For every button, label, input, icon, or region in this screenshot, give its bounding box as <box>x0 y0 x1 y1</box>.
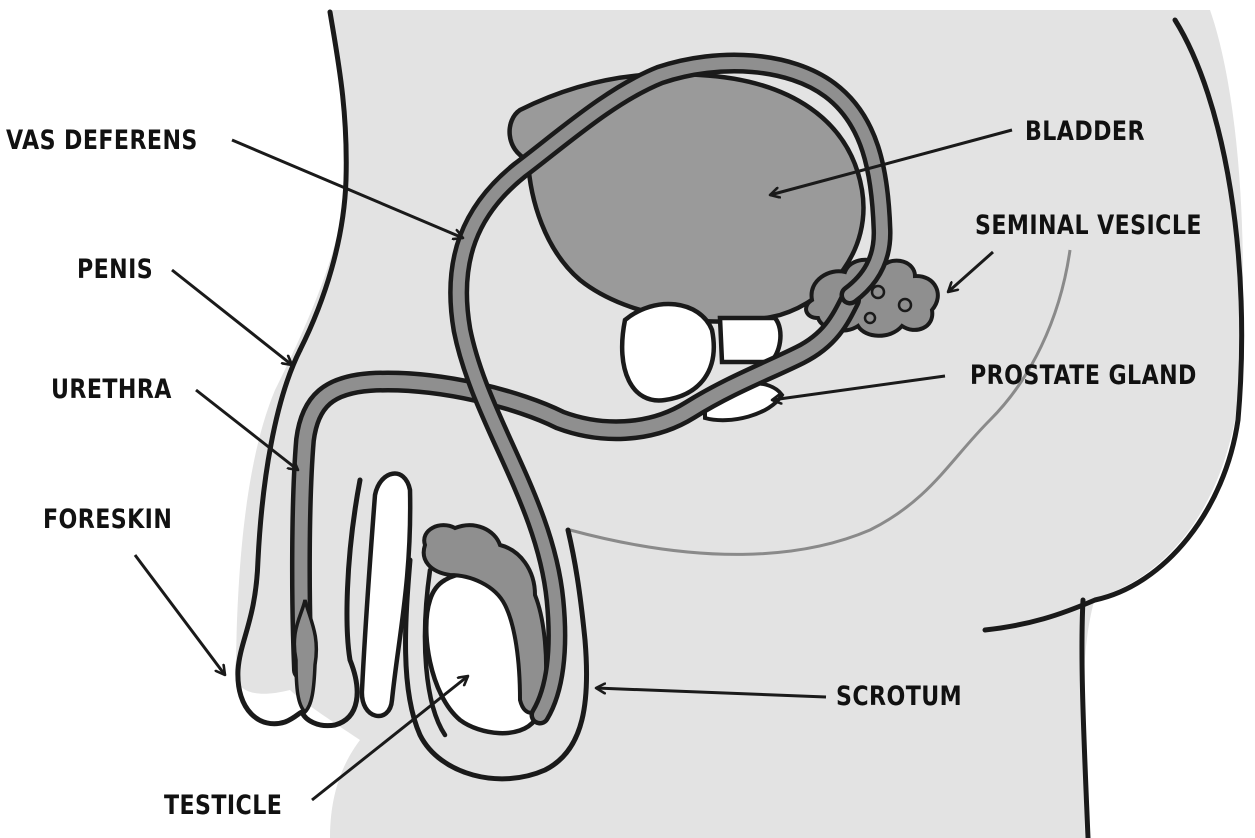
label-penis: PENIS <box>77 255 153 285</box>
label-foreskin: FORESKIN <box>43 505 172 535</box>
label-testicle: TESTICLE <box>164 791 282 821</box>
arrow-foreskin <box>135 555 225 675</box>
label-bladder: BLADDER <box>1025 117 1145 147</box>
label-scrotum: SCROTUM <box>836 682 962 712</box>
prostate-shape <box>720 318 780 362</box>
label-vas-deferens: VAS DEFERENS <box>6 126 198 156</box>
label-urethra: URETHRA <box>51 375 172 405</box>
label-prostate-gland: PROSTATE GLAND <box>970 361 1197 391</box>
arrow-penis <box>172 270 292 365</box>
label-seminal-vesicle: SEMINAL VESICLE <box>975 211 1202 241</box>
pubic-bone <box>622 304 714 400</box>
